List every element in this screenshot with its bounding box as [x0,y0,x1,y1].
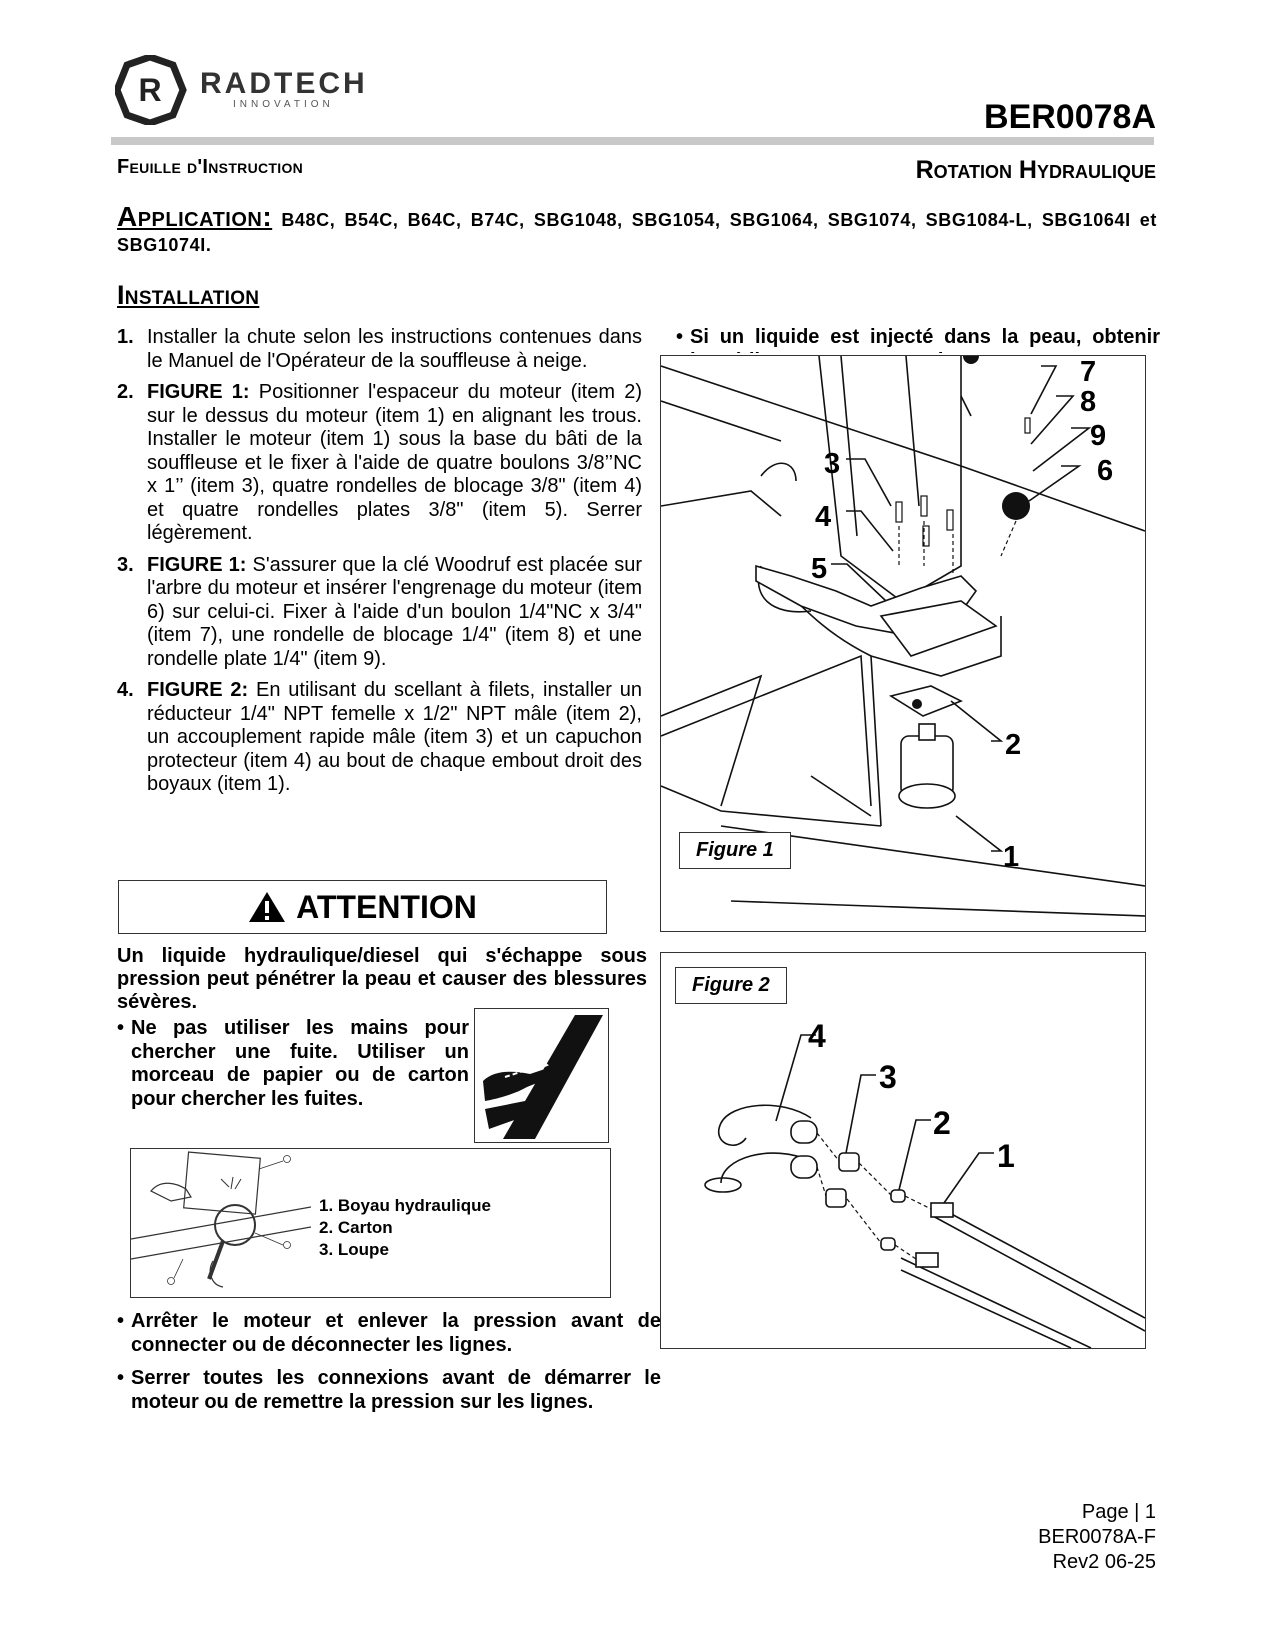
motor-installation-drawing: 7 8 9 6 3 4 5 2 1 [661,356,1145,917]
sheet-type: Feuille d'Instruction [117,156,304,178]
callout-2: 2 [933,1105,951,1141]
step-item: 2.FIGURE 1: Positionner l'espaceur du mo… [117,381,642,544]
callout-9: 9 [1090,420,1106,452]
legend-list: 1. Boyau hydraulique 2. Carton 3. Loupe [319,1195,491,1261]
magnifier-cardboard-illustration [131,1151,311,1288]
legend-item: 1. Boyau hydraulique [319,1196,491,1215]
document-code: BER0078A [984,98,1156,136]
leak-check-illustration-box: 1. Boyau hydraulique 2. Carton 3. Loupe [130,1148,611,1298]
legend-item: 3. Loupe [319,1240,389,1259]
bullet-skin-injection: •Si un liquide est injecté dans la peau,… [676,326,1160,353]
hand-leak-illustration [474,1008,609,1143]
callout-4: 4 [815,501,831,533]
figure-1-label: Figure 1 [679,832,791,869]
company-logo: R RADTECH INNOVATION [113,53,435,127]
footer-code: BER0078A-F [1038,1526,1156,1548]
callout-1: 1 [997,1138,1015,1174]
bullet-stop-engine: •Arrêter le moteur et enlever la pressio… [117,1310,661,1356]
application-line: Application: B48C, B54C, B64C, B74C, SBG… [117,201,1157,258]
installation-steps: 1.Installer la chute selon les instructi… [117,326,642,805]
callout-5: 5 [811,553,827,585]
installation-heading: Installation [117,280,260,310]
bullet-tighten-connections: •Serrer toutes les connexions avant de d… [117,1367,661,1413]
brand-subtitle: INNOVATION [233,99,334,110]
step-item: 1.Installer la chute selon les instructi… [117,326,642,372]
revision: Rev2 06-25 [1052,1551,1156,1573]
callout-4: 4 [808,1018,826,1054]
page-number: Page | 1 [1081,1501,1156,1523]
attention-title: ATTENTION [296,889,477,925]
brand-name: RADTECH [200,67,368,100]
callout-1: 1 [1003,841,1019,873]
step-item: 4.FIGURE 2: En utilisant du scellant à f… [117,679,642,795]
callout-2: 2 [1005,729,1021,761]
attention-box: ATTENTION [118,880,607,934]
figure-2: Figure 2 [660,952,1146,1349]
callout-7: 7 [1080,356,1096,388]
warning-icon [249,892,286,922]
application-models: B48C, B54C, B64C, B74C, SBG1048, SBG1054… [117,210,1157,255]
figure-1: 7 8 9 6 3 4 5 2 1 Figure 1 [660,355,1146,932]
bullet-no-hands: •Ne pas utiliser les mains pour chercher… [117,1017,469,1110]
header-divider [111,137,1154,145]
pressure-warning: Un liquide hydraulique/diesel qui s'écha… [117,945,647,1013]
step-item: 3.FIGURE 1: S'assurer que la clé Woodruf… [117,553,642,670]
page-footer: Page | 1 BER0078A-F Rev2 06-25 [1038,1500,1156,1575]
svg-text:R: R [138,72,161,108]
legend-item: 2. Carton [319,1218,393,1237]
callout-6: 6 [1097,455,1113,487]
document-title: Rotation Hydraulique [915,156,1156,184]
figure-2-label: Figure 2 [675,967,787,1004]
hose-fittings-drawing: 4 3 2 1 [704,1018,1145,1348]
application-label: Application: [117,201,273,232]
callout-3: 3 [879,1059,897,1095]
callout-8: 8 [1080,386,1096,418]
callout-3: 3 [824,448,840,480]
